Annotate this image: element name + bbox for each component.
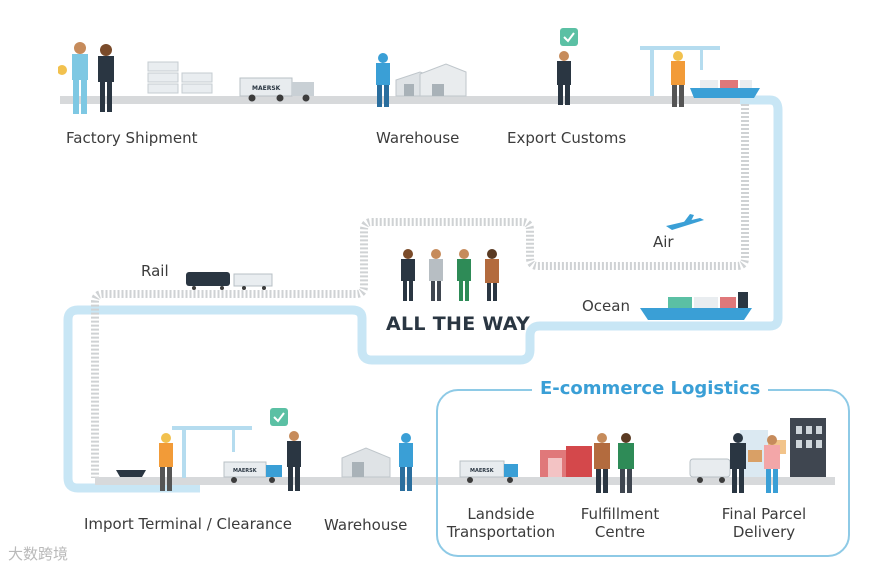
warehouse-top-building	[395, 63, 467, 97]
factory-workers	[57, 40, 122, 120]
delivery-van	[689, 458, 731, 483]
small-ship	[116, 470, 146, 477]
rail-train	[186, 272, 273, 290]
import-port-worker	[156, 432, 176, 496]
label-rail: Rail	[141, 262, 169, 280]
fulfillment-workers	[590, 432, 638, 498]
ocean-ship	[640, 292, 752, 320]
blue-route	[63, 95, 783, 493]
truck-top	[239, 77, 314, 102]
warehouse-worker-bottom	[396, 432, 416, 496]
delivery-people	[726, 432, 786, 498]
top-road	[60, 96, 750, 104]
import-crane	[172, 426, 252, 478]
label-import-terminal: Import Terminal / Clearance	[84, 515, 292, 533]
label-ocean: Ocean	[582, 297, 630, 315]
import-customs-officer	[284, 430, 304, 496]
customs-officer-top	[554, 50, 574, 110]
label-all-the-way: ALL THE WAY	[386, 313, 531, 335]
label-export-customs: Export Customs	[507, 129, 627, 147]
city-buildings	[740, 418, 826, 477]
landside-truck	[459, 460, 518, 483]
rail-route	[91, 104, 749, 478]
label-warehouse-bottom: Warehouse	[324, 516, 408, 534]
ecommerce-title: E-commerce Logistics	[532, 378, 769, 399]
label-final-parcel: Final Parcel Delivery	[721, 505, 807, 541]
truck-logo-import: MAERSK	[233, 468, 258, 474]
truck-logo-landside: MAERSK	[470, 468, 495, 474]
label-air: Air	[653, 233, 674, 251]
import-checkmark	[270, 408, 288, 426]
airplane	[666, 214, 704, 230]
truck-logo-top: MAERSK	[252, 85, 281, 92]
watermark: 大数跨境	[8, 545, 69, 563]
label-landside: Landside Transportation	[446, 505, 556, 541]
label-warehouse-top: Warehouse	[376, 129, 460, 147]
bottom-road	[95, 477, 835, 485]
warehouse-worker-top	[372, 52, 394, 112]
port-crane-top	[640, 46, 720, 96]
warehouse-bottom-building	[341, 447, 391, 478]
factory-boxes	[147, 61, 213, 94]
export-customs-check	[560, 28, 578, 46]
label-factory-shipment: Factory Shipment	[66, 129, 198, 147]
label-fulfillment: Fulfillment Centre	[580, 505, 660, 541]
import-truck	[223, 461, 282, 483]
port-worker-top	[668, 50, 688, 112]
all-the-way-team	[398, 248, 506, 306]
cargo-ship-top	[690, 80, 760, 98]
fulfillment-building	[540, 446, 592, 477]
